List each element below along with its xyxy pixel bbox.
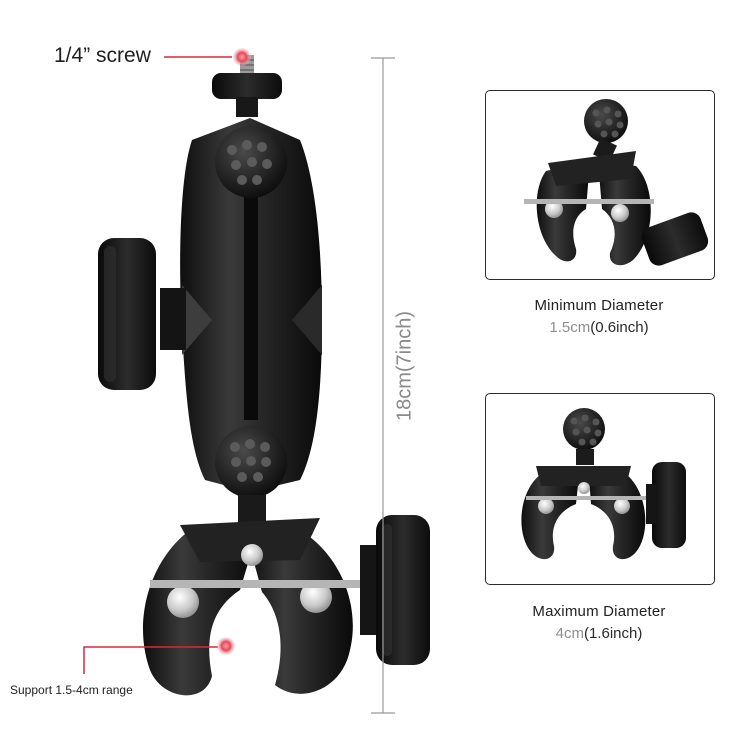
height-label: 18cm(7inch) [393,310,416,422]
max-diameter-inch: (1.6inch) [583,625,643,642]
min-diameter-title: Minimum Diameter [534,297,664,314]
range-label: Support 1.5-4cm range [10,683,133,697]
super-clamp [143,495,430,696]
max-diameter-panel [485,393,715,585]
arm-body [180,118,322,498]
range-callout [83,637,235,674]
screw-mount [212,55,282,117]
height-dimension-line [371,57,395,714]
min-clamp-image [524,99,709,266]
max-clamp-image [521,408,686,560]
max-diameter-value: 4cm(1.6inch) [484,625,714,642]
max-diameter-caption: Maximum Diameter 4cm(1.6inch) [484,603,714,642]
min-diameter-metric: 1.5cm [549,319,591,336]
screw-label: 1/4” screw [54,44,151,67]
screw-callout [164,48,251,66]
arm-tightening-knob [98,238,186,390]
max-diameter-title: Maximum Diameter [532,603,666,620]
min-diameter-caption: Minimum Diameter 1.5cm(0.6inch) [484,297,714,336]
min-diameter-inch: (0.6inch) [590,319,649,336]
max-diameter-metric: 4cm [555,625,584,642]
min-diameter-value: 1.5cm(0.6inch) [484,319,714,336]
min-diameter-panel [485,90,715,280]
